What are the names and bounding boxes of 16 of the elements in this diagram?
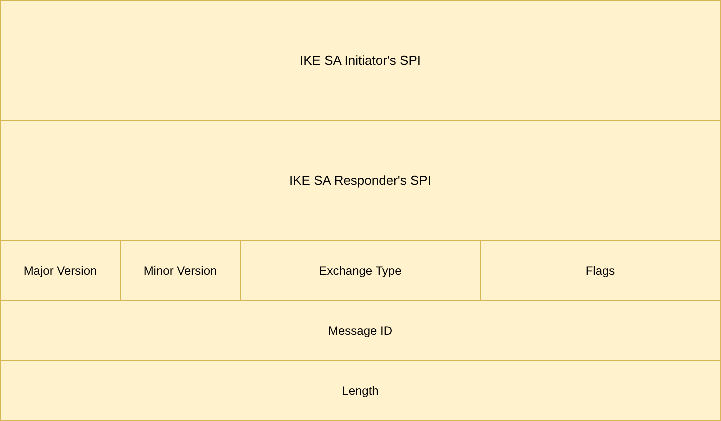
field-box [0, 360, 721, 421]
field-box [240, 240, 481, 301]
field-label: Message ID [328, 324, 393, 338]
field-box [0, 300, 721, 361]
field-label: IKE SA Initiator's SPI [300, 53, 421, 68]
field-label: Minor Version [144, 264, 218, 278]
field-box [480, 240, 721, 301]
field-label: Major Version [24, 264, 98, 278]
field-box [0, 0, 721, 121]
field-label: IKE SA Responder's SPI [290, 173, 432, 188]
field-label: Length [342, 384, 379, 398]
field-label: Exchange Type [319, 264, 402, 278]
field-label: Flags [586, 264, 616, 278]
field-box [0, 120, 721, 241]
field-box [0, 240, 121, 301]
field-box [120, 240, 241, 301]
